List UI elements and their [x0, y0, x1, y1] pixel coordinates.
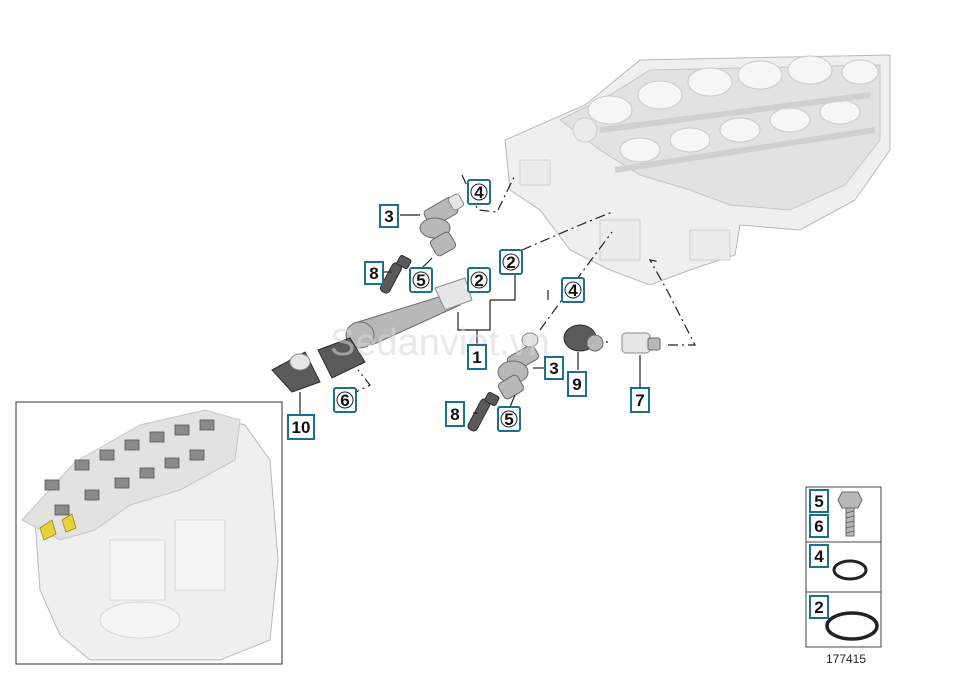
bolt-lower	[467, 391, 500, 432]
sensor-7	[621, 332, 661, 354]
legend-4[interactable]: 4	[809, 544, 829, 568]
callout-8-lower-label: 8	[450, 405, 459, 424]
callout-2-right-label: 2	[506, 253, 515, 272]
legend-6-label: 6	[814, 517, 823, 536]
callout-5-lower[interactable]: 5	[497, 406, 521, 432]
callout-10-label: 10	[292, 418, 311, 437]
eccentric-shaft-sensor-upper	[419, 193, 465, 257]
legend-2-label: 2	[814, 598, 823, 617]
cylinder-head-illustration	[504, 54, 891, 286]
bolt-icon	[837, 491, 863, 537]
legend-2[interactable]: 2	[809, 595, 829, 619]
callout-2-left[interactable]: 2	[467, 267, 491, 293]
callout-8-lower[interactable]: 8	[445, 401, 465, 427]
engine-location-inset	[15, 401, 283, 665]
callout-4-lower-label: 4	[568, 281, 578, 300]
callout-1[interactable]: 1	[467, 344, 487, 370]
eccentric-shaft-sensor-lower	[497, 332, 540, 400]
callout-2-right[interactable]: 2	[499, 249, 523, 275]
large-oring-icon	[825, 611, 879, 641]
callout-3-lower-label: 3	[549, 359, 558, 378]
small-oring-icon	[832, 559, 868, 581]
callout-1-label: 1	[472, 348, 481, 367]
callout-5-upper-label: 5	[416, 271, 425, 290]
bolt-upper	[379, 254, 412, 294]
callout-9-label: 9	[572, 375, 581, 394]
legend-6[interactable]: 6	[809, 514, 829, 538]
leader-lines	[299, 214, 641, 415]
callout-6[interactable]: 6	[333, 387, 357, 413]
legend-4-label: 4	[814, 547, 824, 566]
callout-10[interactable]: 10	[287, 414, 315, 440]
callout-4-upper-label: 4	[474, 183, 484, 202]
watermark: Sedanviet.vn	[330, 322, 550, 364]
legend-5[interactable]: 5	[809, 489, 829, 513]
callout-4-upper[interactable]: 4	[467, 179, 491, 205]
callout-2-left-label: 2	[474, 271, 483, 290]
callout-3-upper[interactable]: 3	[379, 204, 399, 228]
figure-id: 177415	[826, 652, 866, 666]
callout-6-label: 6	[340, 391, 349, 410]
sensor-9	[563, 324, 604, 352]
callout-7-label: 7	[635, 391, 644, 410]
legend-5-label: 5	[814, 492, 823, 511]
callout-8-upper-label: 8	[369, 264, 378, 283]
callout-3-lower[interactable]: 3	[544, 356, 564, 380]
callout-5-upper[interactable]: 5	[409, 267, 433, 293]
eccentric-shaft-actuator	[271, 277, 473, 393]
callout-3-upper-label: 3	[384, 207, 393, 226]
callout-8-upper[interactable]: 8	[364, 261, 384, 285]
callout-4-lower[interactable]: 4	[561, 277, 585, 303]
callout-5-lower-label: 5	[504, 410, 513, 429]
parts-legend-table: 5 6 4 2	[805, 486, 882, 648]
callout-7[interactable]: 7	[630, 387, 650, 413]
highlight-marks	[39, 513, 77, 541]
callout-9[interactable]: 9	[567, 371, 587, 397]
